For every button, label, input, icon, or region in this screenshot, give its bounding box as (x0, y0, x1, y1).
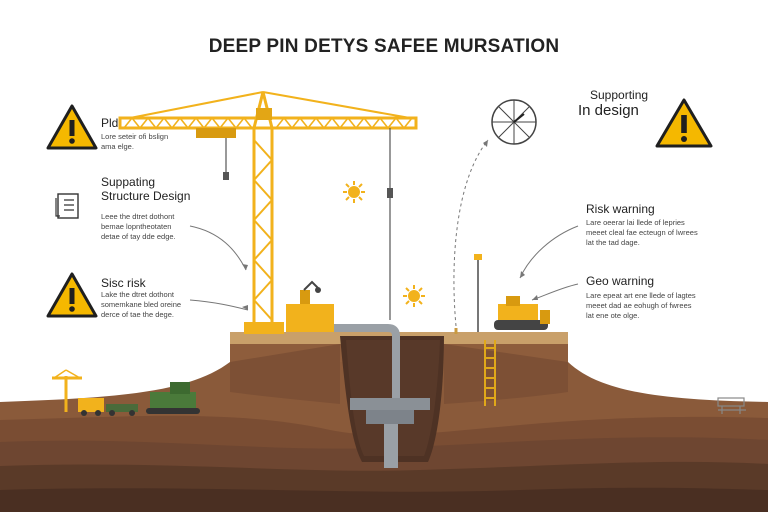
callout-left-1-heading: Pld (101, 116, 119, 130)
bulldozer (494, 296, 550, 330)
callout-left-2-heading: Suppating Structure Design (101, 175, 191, 203)
dump-truck (78, 398, 104, 416)
pile-pipe (330, 324, 430, 468)
light-pole (474, 254, 482, 332)
diagram-title: DEEP PIN DETYS SAFEE MURSATION (208, 36, 560, 57)
callout-left-1-body: Lore seteir ofi bslign ama elge. (101, 132, 169, 151)
warning-triangle-icon (46, 104, 98, 150)
ladder (484, 340, 496, 406)
callout-right-3-heading: Geo warning (586, 274, 655, 288)
callout-right-1-heading: Supporting (590, 88, 649, 102)
flatbed-truck (106, 404, 138, 416)
callout-right-2-body: Lare oeerar lai llede of lepries meeet c… (586, 218, 698, 247)
callout-left-3-body: Lake the dtret dothont somemkane bled or… (101, 290, 182, 319)
warning-triangle-icon (46, 272, 98, 318)
callout-right-2-heading: Risk warning (586, 202, 655, 216)
drill-rig (286, 280, 334, 332)
small-crane (52, 369, 82, 412)
leader-arrowheads (242, 140, 538, 310)
callout-left-3-heading: Sisc risk (101, 276, 146, 290)
spark-icon (403, 285, 425, 307)
excavator (146, 382, 200, 414)
document-icon (55, 193, 79, 219)
callout-right-1-heading2: In design (578, 102, 639, 119)
spark-icon (343, 181, 365, 203)
callout-right-3-body: Lare epeat art ene llede of lagtes meeet… (586, 291, 696, 320)
gauge-icon (491, 99, 537, 145)
tower-crane (118, 91, 418, 334)
callout-left-2-body: Leee the dtret dothont bemae lopntheotat… (101, 212, 176, 241)
warning-triangle-icon (655, 98, 713, 148)
site-sign (717, 397, 746, 414)
